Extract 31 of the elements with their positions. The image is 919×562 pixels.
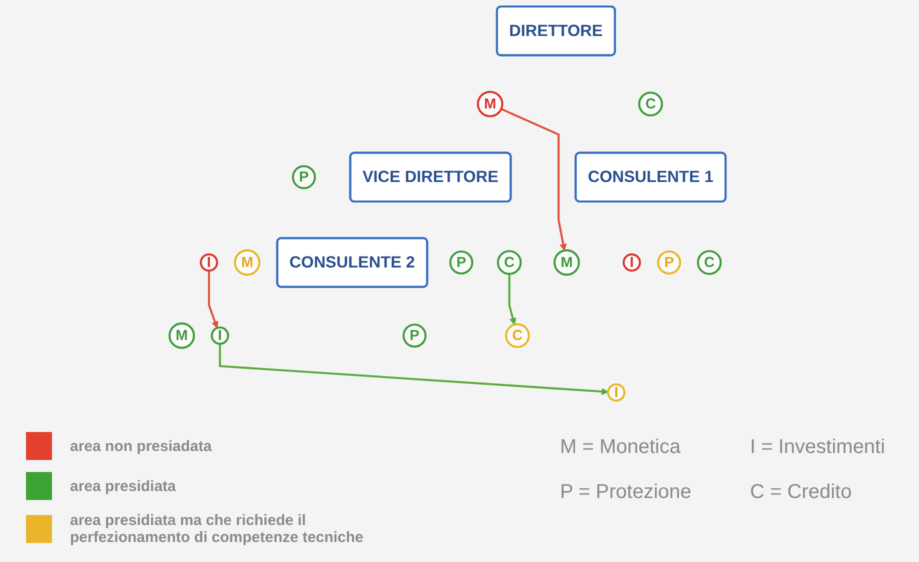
role-box: DIRETTORE [496, 5, 616, 56]
area-circle: P [657, 250, 682, 274]
area-circle: M [234, 249, 260, 276]
arrow [508, 274, 516, 325]
role-box: CONSULENTE 2 [276, 237, 428, 288]
area-circle: C [505, 323, 530, 348]
abbreviation-key: I = Investimenti [750, 436, 910, 459]
abbreviation-key: P = Protezione [560, 481, 750, 504]
area-circle: M [476, 90, 504, 118]
area-circle: M [168, 322, 195, 349]
arrow [218, 344, 608, 396]
area-circle: C [696, 250, 722, 275]
area-circle: I [210, 326, 230, 345]
area-circle: P [449, 250, 474, 274]
role-box: VICE DIRETTORE [349, 152, 512, 203]
area-circle: I [200, 253, 218, 272]
area-circle: I [607, 383, 626, 402]
area-circle: P [292, 165, 316, 190]
area-circle: P [402, 324, 427, 348]
area-circle: M [554, 249, 580, 276]
area-circle: C [496, 250, 522, 275]
area-circle: C [638, 92, 663, 116]
arrow [500, 108, 567, 251]
arrow [208, 270, 218, 328]
legend-text: area presidiata ma che richiede il perfezionamento di competenze tecniche [70, 512, 364, 546]
legend-text: area presidiata [70, 478, 176, 494]
abbreviation-key: M = Monetica [560, 436, 750, 459]
abbreviation-key: C = Credito [750, 481, 910, 504]
role-box: CONSULENTE 1 [574, 152, 727, 203]
area-circle: I [622, 253, 641, 272]
legend-text: area non presiadata [70, 438, 212, 454]
